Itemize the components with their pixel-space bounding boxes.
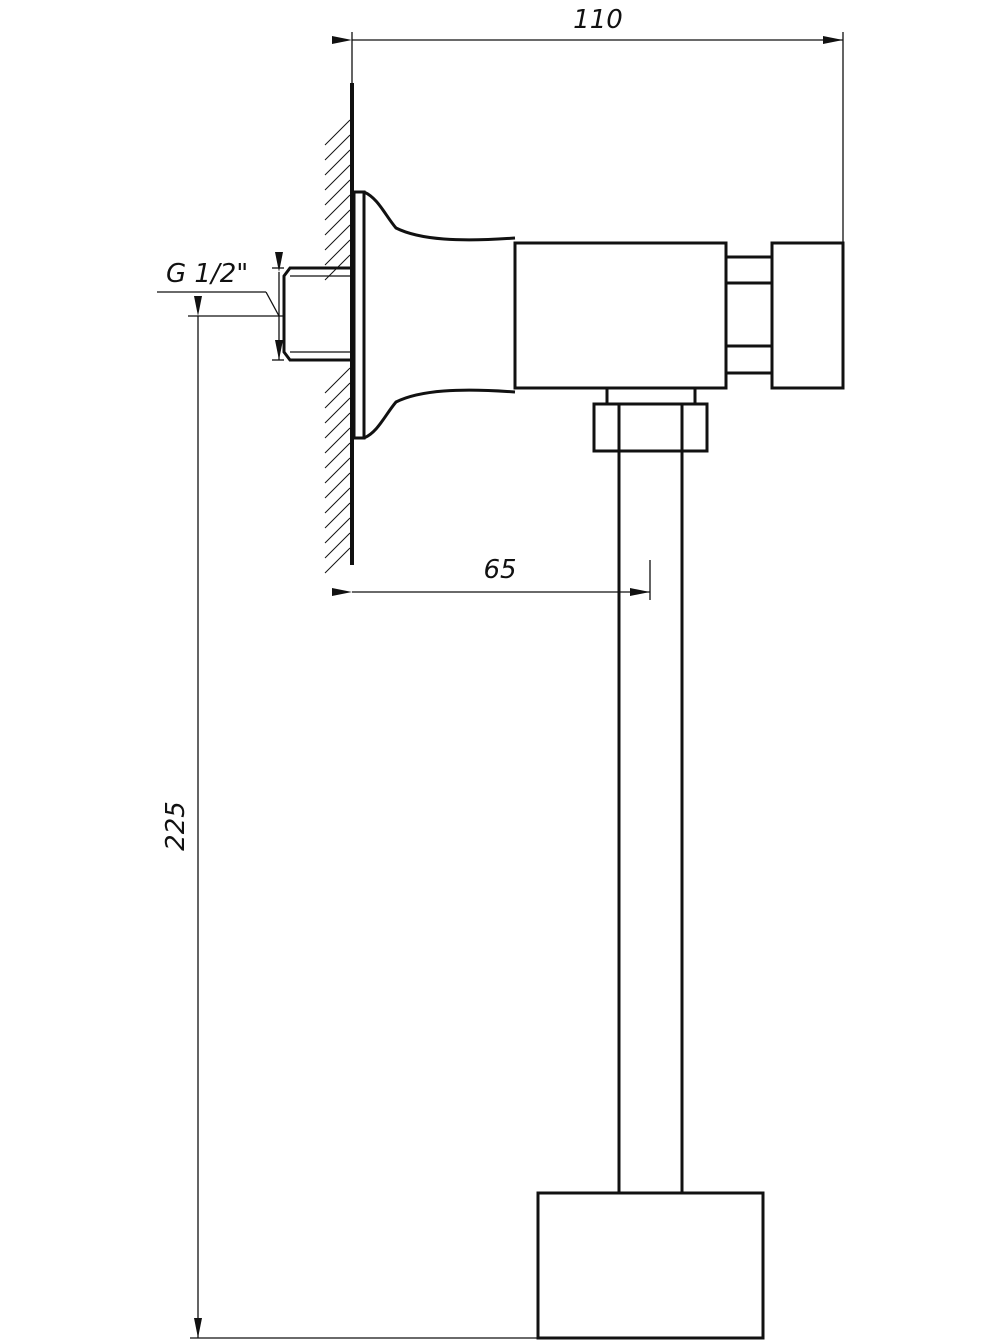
threaded-inlet [282,266,350,362]
hatch-line [324,427,351,454]
dimension-65-label: 65 [483,555,516,585]
dimension-65: 65 [332,555,651,600]
hatch-line [324,209,351,236]
hatch-line [324,487,351,514]
hatch-line [324,149,351,176]
hatch-line [324,367,351,394]
hatch-line [324,442,351,469]
union-nut [592,402,709,453]
hatch-line [324,547,351,574]
hatch-line [324,239,351,266]
wall-hatching [324,119,351,574]
hatch-line [324,502,351,529]
hatch-line [324,532,351,559]
thread-callout: G 1/2" [157,252,284,361]
hatch-line [324,134,351,161]
valve-body [513,241,728,390]
wall-section [324,83,354,574]
hatch-line [324,382,351,409]
push-button-cap [770,241,845,390]
dimension-110-label: 110 [573,5,623,35]
dimension-110: 110 [332,5,844,243]
hatch-line [324,164,351,191]
wall-flange [352,190,516,440]
pipe-end-block [536,1191,765,1340]
hatch-line [324,179,351,206]
hatch-line [324,457,351,484]
hatch-line [324,224,351,251]
hatch-line [324,472,351,499]
hatch-line [324,119,351,146]
thread-callout-label: G 1/2" [166,259,248,289]
push-button [724,241,845,390]
hatch-line [324,517,351,544]
dimension-225-label: 225 [161,801,191,851]
dimension-225: 225 [161,296,538,1339]
outlet-assembly [536,386,765,1340]
hatch-line [324,194,351,221]
hatch-line [324,397,351,424]
hatch-line [324,412,351,439]
